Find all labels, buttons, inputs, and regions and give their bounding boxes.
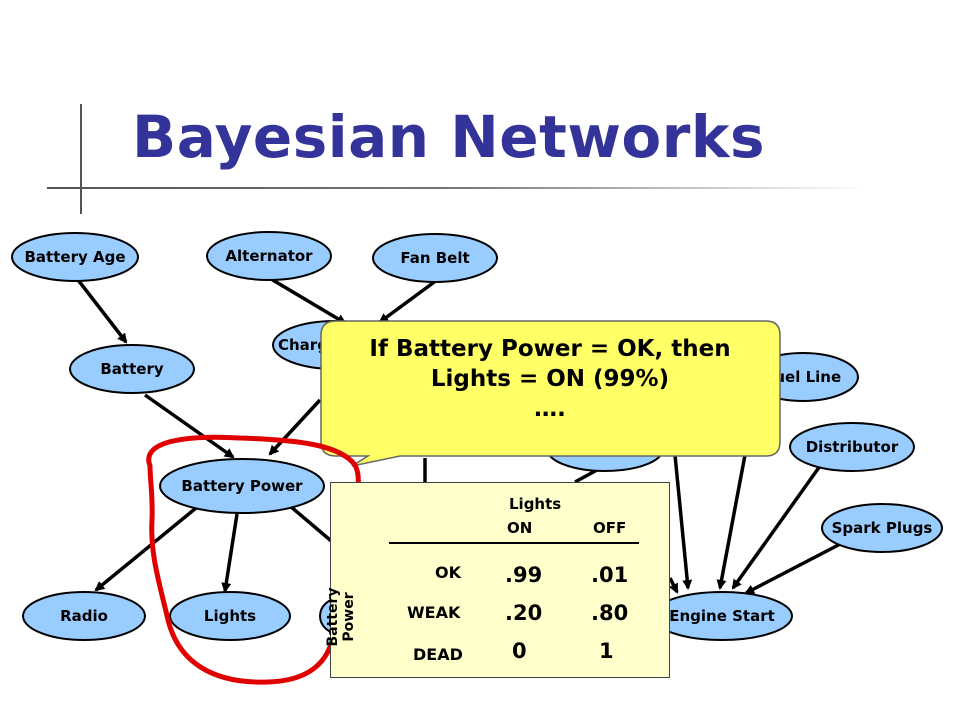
table-cell-ok-off: .01 <box>591 563 629 587</box>
edge-fanbelt-charge <box>378 278 439 324</box>
edge-alternator-charge <box>265 274 347 325</box>
table-header-rule <box>389 542 639 544</box>
table-row-label-weak: WEAK <box>407 603 461 622</box>
node-labels: Battery Age Alternator Fan Belt Charge B… <box>25 247 933 625</box>
edge-left-enginestart <box>668 577 679 594</box>
edge-node-enginestart-b <box>673 454 693 590</box>
table-row-variable-line1: Battery <box>325 587 341 647</box>
callout-line-3: …. <box>534 396 566 422</box>
callout-bubble <box>320 320 781 467</box>
edge-node-enginestart-a <box>574 468 598 484</box>
label-battery-power: Battery Power <box>181 477 303 495</box>
label-distributor: Distributor <box>806 438 899 456</box>
table-row-label-dead: DEAD <box>413 645 463 664</box>
label-battery: Battery <box>100 360 163 378</box>
edge-batterypower-lights <box>221 513 239 593</box>
label-fuel-line: Fuel Line <box>765 368 841 386</box>
node-battery <box>69 344 195 394</box>
slide-title: Bayesian Networks <box>132 103 765 171</box>
edge-batterypower-radio <box>94 506 198 592</box>
edge-fuelline-enginestart <box>716 454 747 590</box>
table-column-variable: Lights <box>509 495 562 513</box>
table-cell-weak-off: .80 <box>591 601 629 625</box>
table-header-on: ON <box>507 519 533 537</box>
edge-batterypower-hidden <box>288 504 338 547</box>
table-cell-ok-on: .99 <box>505 563 543 587</box>
label-alternator: Alternator <box>225 247 313 265</box>
table-cell-dead-off: 1 <box>599 639 614 663</box>
node-distributor <box>789 422 915 472</box>
table-row-variable-line2: Power <box>341 592 357 642</box>
nodes <box>11 231 943 641</box>
callout-line-2: Lights = ON (99%) <box>430 366 670 392</box>
callout-line-1: If Battery Power = OK, then <box>369 336 731 362</box>
node-battery-age <box>11 232 139 282</box>
title-horizontal-rule <box>47 187 867 189</box>
node-fan-belt <box>372 233 498 283</box>
label-lights: Lights <box>204 607 256 625</box>
probability-table: Lights ON OFF Battery Power OK .99 .01 W… <box>325 482 670 678</box>
label-engine-start: Engine Start <box>669 607 775 625</box>
node-radio <box>22 591 146 641</box>
table-row-variable: Battery Power <box>325 587 357 647</box>
node-alternator <box>206 231 332 281</box>
edge-batteryage-battery <box>73 274 128 344</box>
edge-battery-batterypower <box>143 393 235 459</box>
table-cell-weak-on: .20 <box>505 601 543 625</box>
label-battery-age: Battery Age <box>25 248 126 266</box>
table-cell-dead-on: 0 <box>512 639 527 663</box>
edges <box>73 274 849 595</box>
edge-sparkplugs-enginestart <box>744 538 849 595</box>
table-row-label-ok: OK <box>435 563 461 582</box>
label-fan-belt: Fan Belt <box>400 249 469 267</box>
node-battery-power <box>159 458 325 514</box>
callout-text: If Battery Power = OK, then Lights = ON … <box>322 334 778 424</box>
node-lights <box>169 591 291 641</box>
label-spark-plugs: Spark Plugs <box>832 519 933 537</box>
node-spark-plugs <box>821 503 943 553</box>
edge-distributor-enginestart <box>731 464 822 590</box>
title-vertical-rule <box>80 104 82 214</box>
label-radio: Radio <box>60 607 108 625</box>
table-header-off: OFF <box>593 519 627 537</box>
edge-charge-batterypower <box>268 398 322 456</box>
